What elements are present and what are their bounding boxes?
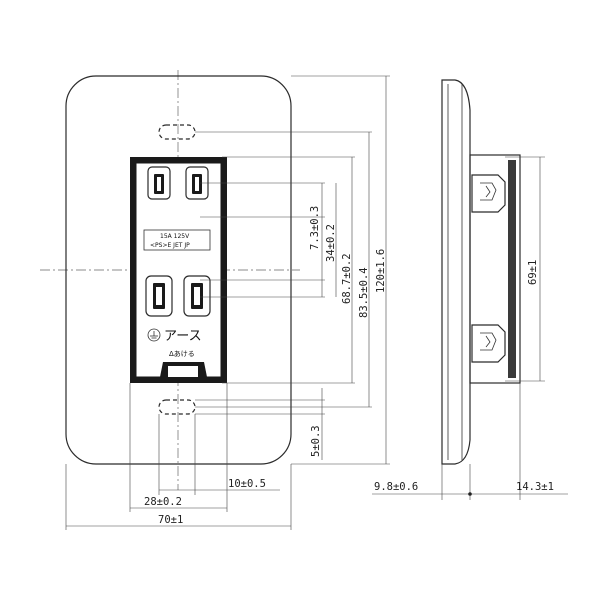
dim-70: 70±1 <box>158 514 183 526</box>
earth-label: アース <box>164 329 202 344</box>
dim-14-3: 14.3±1 <box>516 481 554 493</box>
frame-back <box>508 160 516 378</box>
lower-right-slot-frame <box>183 275 211 317</box>
upper-left-slot-inner <box>157 177 161 191</box>
dim-68-7: 68.7±0.2 <box>341 253 353 304</box>
lower-right-slot-inner <box>194 287 200 305</box>
bottom-mounting-slot <box>158 399 196 415</box>
plate-profile <box>441 79 471 465</box>
front-view: 15A 125V <PS>E JET JP アース Δあける <box>40 70 390 530</box>
open-label: Δあける <box>169 350 195 358</box>
top-mounting-slot <box>158 124 196 140</box>
top-clip <box>471 174 506 213</box>
dim-dot-icon <box>468 492 472 496</box>
upper-right-slot-inner <box>195 177 199 191</box>
upper-left-slot-frame <box>147 166 171 200</box>
cover-plate <box>65 75 292 465</box>
rating-label-box <box>143 229 211 251</box>
bottom-clip <box>471 324 506 363</box>
mounting-frame <box>469 154 521 384</box>
dim-120: 120±1.6 <box>375 249 387 293</box>
dim-9-8: 9.8±0.6 <box>374 481 418 493</box>
dim-5: 5±0.3 <box>310 425 322 457</box>
lower-receptacle <box>145 275 211 317</box>
brand-text: <PS>E JET JP <box>150 242 190 249</box>
dim-10: 10±0.5 <box>228 478 266 490</box>
dim-28: 28±0.2 <box>144 496 182 508</box>
earth-terminal-slot <box>168 366 198 377</box>
dim-69: 69±1 <box>527 260 539 285</box>
lower-left-slot-frame <box>145 275 173 317</box>
rating-label: 15A 125V <PS>E JET JP <box>143 229 211 251</box>
earth-symbol-icon <box>147 328 161 342</box>
side-view: 69±1 9.8±0.6 14.3±1 <box>372 79 568 500</box>
earth-terminal: アース Δあける <box>147 328 207 377</box>
rating-text: 15A 125V <box>160 233 190 240</box>
lower-left-slot-inner <box>156 287 162 305</box>
dim-83-5: 83.5±0.4 <box>358 267 370 318</box>
dim-7-3: 7.3±0.3 <box>309 206 321 250</box>
dim-34: 34±0.2 <box>325 224 337 262</box>
